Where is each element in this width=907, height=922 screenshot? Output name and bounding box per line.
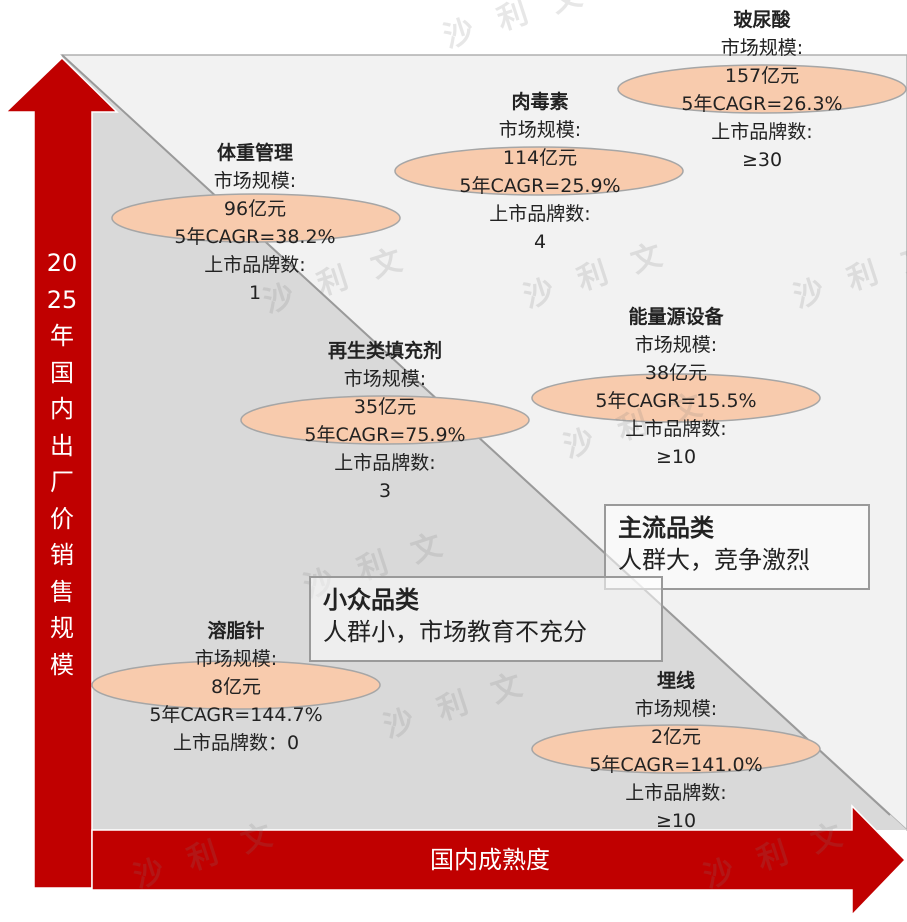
item-lipolysis-injection: 溶脂针 市场规模: 8亿元 5年CAGR=144.7% 上市品牌数：0	[136, 617, 336, 757]
item-line: 114亿元	[502, 147, 578, 169]
ellipse-regen	[240, 395, 530, 445]
mainstream-box: 主流品类 人群大，竞争激烈	[604, 504, 870, 590]
item-line: 5年CAGR=141.0%	[589, 754, 763, 776]
item-line: 3	[378, 480, 392, 502]
box-title: 主流品类	[618, 514, 714, 542]
item-line: 上市品牌数:	[625, 782, 727, 804]
item-line: 上市品牌数:	[625, 418, 727, 440]
item-line: 8亿元	[210, 676, 262, 698]
box-desc: 人群大，竞争激烈	[618, 546, 810, 574]
item-line: 市场规模:	[634, 334, 718, 356]
item-line: 上市品牌数：0	[172, 732, 300, 754]
item-line: 市场规模:	[498, 119, 582, 141]
item-regenerative-filler: 再生类填充剂 市场规模: 35亿元 5年CAGR=75.9% 上市品牌数: 3	[285, 337, 485, 505]
item-line: ≥10	[655, 446, 697, 468]
item-name: 肉毒素	[511, 91, 569, 113]
ellipse-lipolysis	[91, 660, 381, 710]
item-hyaluronic: 玻尿酸 市场规模: 157亿元 5年CAGR=26.3% 上市品牌数: ≥30	[662, 6, 862, 174]
item-line: 5年CAGR=26.3%	[681, 93, 843, 115]
box-title: 小众品类	[323, 586, 419, 614]
item-line: ≥30	[741, 149, 783, 171]
item-line: 5年CAGR=38.2%	[174, 226, 336, 248]
item-line: 4	[533, 231, 547, 253]
item-line: 157亿元	[724, 65, 800, 87]
item-line: 市场规模:	[343, 368, 427, 390]
item-name: 再生类填充剂	[327, 340, 442, 362]
x-axis-label: 国内成熟度	[430, 846, 550, 874]
item-line: 2亿元	[650, 726, 702, 748]
item-line: 96亿元	[223, 198, 287, 220]
item-line: 5年CAGR=25.9%	[459, 175, 621, 197]
item-line: 35亿元	[353, 396, 417, 418]
item-energy-device: 能量源设备 市场规模: 38亿元 5年CAGR=15.5% 上市品牌数: ≥10	[576, 303, 776, 471]
item-line: 市场规模:	[720, 37, 804, 59]
item-line: 上市品牌数:	[711, 121, 813, 143]
item-name: 溶脂针	[207, 620, 265, 642]
y-axis-arrow	[4, 56, 119, 889]
y-axis-label: 2025年国内出厂价销售规模	[46, 249, 78, 679]
box-desc: 人群小，市场教育不充分	[323, 618, 587, 646]
item-line: ≥10	[655, 810, 697, 832]
item-name: 体重管理	[216, 142, 293, 164]
item-line: 上市品牌数:	[489, 203, 591, 225]
ellipse-thread	[531, 724, 821, 774]
ellipse-weight	[111, 193, 401, 243]
item-weight-management: 体重管理 市场规模: 96亿元 5年CAGR=38.2% 上市品牌数: 1	[155, 139, 355, 307]
item-name: 玻尿酸	[733, 9, 791, 31]
ellipse-hyaluronic	[617, 64, 907, 114]
item-botox: 肉毒素 市场规模: 114亿元 5年CAGR=25.9% 上市品牌数: 4	[440, 88, 640, 256]
item-name: 能量源设备	[628, 306, 724, 328]
ellipse-energy	[531, 373, 821, 423]
x-axis-arrow	[91, 804, 907, 917]
item-name: 埋线	[656, 670, 695, 692]
item-line: 市场规模:	[194, 648, 278, 670]
ellipse-botox	[394, 146, 684, 196]
item-line: 5年CAGR=144.7%	[149, 704, 323, 726]
niche-box: 小众品类 人群小，市场教育不充分	[309, 576, 663, 662]
item-line: 市场规模:	[213, 170, 297, 192]
item-line: 1	[248, 282, 262, 304]
item-thread-lift: 埋线 市场规模: 2亿元 5年CAGR=141.0% 上市品牌数: ≥10	[576, 667, 776, 835]
item-line: 上市品牌数:	[334, 452, 436, 474]
item-line: 5年CAGR=75.9%	[304, 424, 466, 446]
item-line: 5年CAGR=15.5%	[595, 390, 757, 412]
item-line: 38亿元	[644, 362, 708, 384]
item-line: 市场规模:	[634, 698, 718, 720]
item-line: 上市品牌数:	[204, 254, 306, 276]
